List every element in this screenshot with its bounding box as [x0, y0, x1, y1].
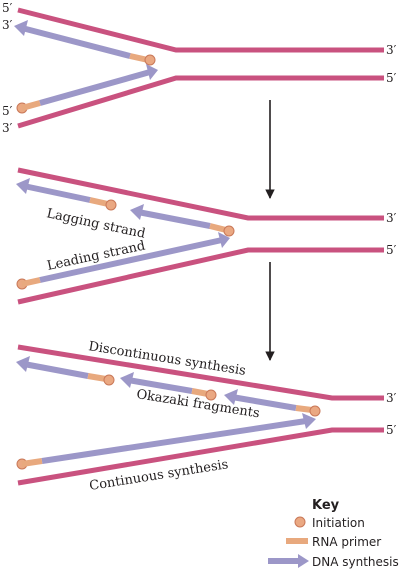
- continuous-synthesis-label: Continuous synthesis: [88, 457, 229, 494]
- key-initiation-label: Initiation: [312, 516, 365, 530]
- key-dna-synthesis-label: DNA synthesis: [312, 555, 399, 569]
- five-prime-label: 5′: [2, 1, 13, 15]
- new-strand-top: [14, 20, 156, 66]
- five-prime-label: 5′: [386, 71, 397, 85]
- dna-synthesis-arrowhead: [130, 204, 144, 220]
- initiation-dot: [105, 199, 117, 211]
- key-title: Key: [312, 498, 340, 513]
- dna-synthesis-arrowhead: [302, 413, 316, 429]
- rna-primer: [89, 197, 109, 207]
- dna-synthesis-arrowhead: [16, 356, 30, 372]
- three-prime-label: 3′: [386, 211, 397, 225]
- three-prime-label: 3′: [386, 391, 397, 405]
- rna-primer: [21, 458, 43, 467]
- dna-synthesis-arrow: [231, 394, 297, 411]
- rna-primer: [209, 223, 227, 233]
- panel-3-synthesis: Discontinuous synthesis Okazaki fragment…: [16, 339, 397, 494]
- new-strand-bottom: [16, 64, 158, 114]
- rna-primer: [295, 405, 313, 413]
- dna-synthesis-arrowhead: [16, 178, 30, 194]
- dna-synthesis-arrow: [39, 69, 151, 106]
- key-dna-synthesis-arrowhead: [298, 554, 309, 568]
- dna-synthesis-arrowhead: [218, 232, 230, 248]
- initiation-dot: [223, 225, 235, 237]
- template-strand-bottom: [17, 427, 384, 486]
- three-prime-label: 3′: [386, 43, 397, 57]
- template-strand-top: [17, 167, 384, 221]
- key-rna-primer-icon: [286, 538, 308, 544]
- template-strand-top: [17, 344, 384, 401]
- okazaki-fragments: [16, 356, 321, 417]
- dna-synthesis-arrow: [39, 237, 223, 283]
- initiation-dot: [205, 389, 217, 401]
- three-prime-label: 3′: [2, 18, 13, 32]
- template-strand-bottom: [17, 247, 384, 305]
- dna-synthesis-arrow: [41, 418, 307, 464]
- lagging-strand: [16, 178, 235, 237]
- dna-synthesis-arrow: [127, 377, 193, 394]
- panel-2-lagging-leading: Lagging strand Leading strand 3′ 5′: [16, 167, 397, 305]
- panel-1-initiation: 5′ 3′ 5′ 3′ 3′ 5′: [2, 1, 397, 135]
- dna-synthesis-arrowhead: [14, 20, 28, 36]
- dna-synthesis-arrow: [23, 361, 89, 379]
- dna-synthesis-arrowhead: [224, 389, 238, 405]
- five-prime-label: 5′: [386, 423, 397, 437]
- dna-synthesis-arrow: [137, 209, 211, 229]
- five-prime-label: 5′: [386, 243, 397, 257]
- lagging-strand-label: Lagging strand: [45, 206, 146, 242]
- rna-primer: [87, 373, 107, 382]
- rna-primer: [21, 100, 41, 111]
- initiation-dot: [309, 405, 321, 417]
- three-prime-label: 3′: [2, 121, 13, 135]
- five-prime-label: 5′: [2, 104, 13, 118]
- key-dna-synthesis-icon: [268, 558, 298, 564]
- template-strand-bottom: [17, 75, 384, 129]
- dna-synthesis-arrowhead: [146, 64, 158, 80]
- rna-primer: [191, 388, 209, 397]
- key-rna-primer-label: RNA primer: [312, 535, 381, 549]
- dna-synthesis-arrow: [23, 183, 91, 203]
- key-initiation-icon: [294, 516, 306, 528]
- dna-synthesis-arrow: [21, 25, 131, 59]
- initiation-dot: [144, 54, 156, 66]
- initiation-dot: [103, 374, 115, 386]
- continuous-strand: [16, 413, 316, 470]
- leading-strand: [16, 232, 230, 290]
- template-strand-top: [17, 7, 384, 53]
- key-legend: Key Initiation RNA primer DNA synthesis: [268, 498, 399, 569]
- rna-primer: [21, 277, 41, 287]
- dna-synthesis-arrowhead: [120, 372, 134, 388]
